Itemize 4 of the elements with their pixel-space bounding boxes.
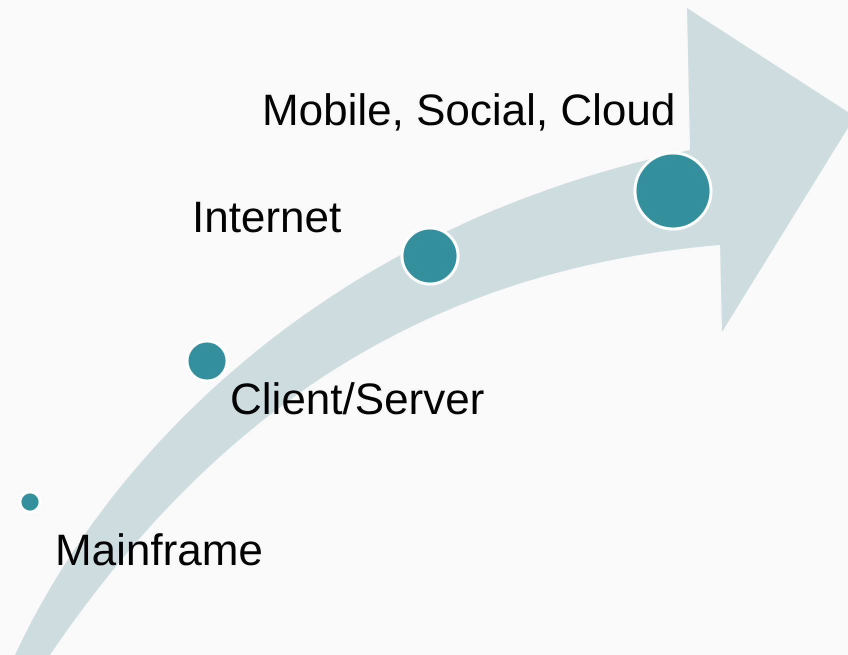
era-label: Mobile, Social, Cloud <box>262 89 676 133</box>
era-label: Internet <box>192 196 342 240</box>
era-label: Mainframe <box>55 529 263 573</box>
era-label: Client/Server <box>230 378 484 422</box>
